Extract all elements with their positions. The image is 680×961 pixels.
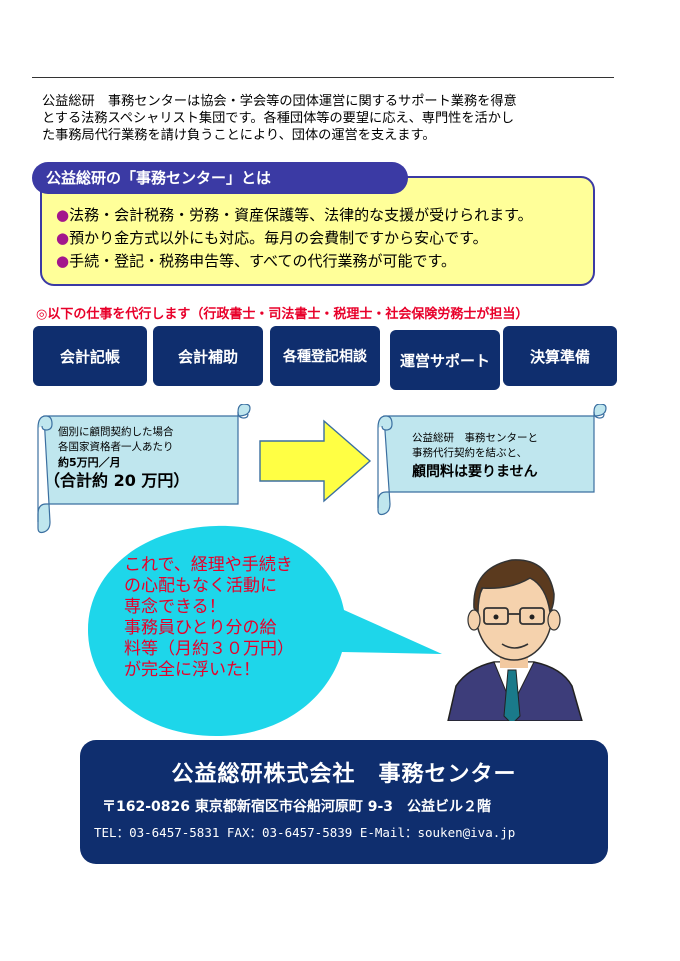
company-name: 公益総研株式会社 事務センター [171,762,517,787]
about-title: 公益総研の「事務センター」とは [32,162,408,194]
bullet-icon: ● [56,252,70,270]
speech-bubble [88,525,442,736]
left-scroll-shape [37,404,251,534]
top-divider [32,77,614,78]
intro-paragraph: 公益総研 事務センターは協会・学会等の団体運営に関するサポート業務を得意 とする… [42,93,622,144]
about-points: ●法務・会計税務・労務・資産保護等、法律的な支援が受けられます。 ●預かり金方式… [56,204,533,273]
about-point: ●預かり金方式以外にも対応。毎月の会費制ですから安心です。 [56,229,488,247]
bullet-icon: ● [56,229,70,247]
company-address: 〒162-0826 東京都新宿区市谷船河原町 9-3 公益ビル２階 [102,799,492,815]
services-heading: ◎以下の仕事を代行します（行政書士・司法書士・税理士・社会保険労務士が担当） [36,307,529,322]
intro-line: とする法務スペシャリスト集団です。各種団体等の要望に応え、専門性を活かし [42,111,515,126]
intro-line: た事務局代行業務を請け負うことにより、団体の運営を支えます。 [42,128,436,143]
about-point: ●手続・登記・税務申告等、すべての代行業務が可能です。 [56,252,456,270]
company-contact: TEL：03-6457-5831 FAX：03-6457-5839 E-Mail… [94,825,516,840]
right-scroll-shape [377,404,607,516]
service-accounting-bookkeeping: 会計記帳 [33,326,147,386]
service-accounting-support: 会計補助 [153,326,263,386]
about-point: ●法務・会計税務・労務・資産保護等、法律的な支援が受けられます。 [56,206,533,224]
service-registration-consult: 各種登記相談 [270,326,380,386]
bullet-icon: ● [56,206,70,224]
businessman-illustration [447,559,583,721]
company-footer: 公益総研株式会社 事務センター 〒162-0826 東京都新宿区市谷船河原町 9… [80,740,608,864]
bubble-text: これで、経理や手続き の心配もなく活動に 専念できる！ 事務員ひとり分の給 料等… [124,555,294,680]
service-operation-support: 運営サポート [390,330,500,390]
right-scroll-text: 公益総研 事務センターと 事務代行契約を結ぶと、 顧問料は要りません [412,432,538,480]
service-closing-prep: 決算準備 [503,326,617,386]
intro-line: 公益総研 事務センターは協会・学会等の団体運営に関するサポート業務を得意 [42,94,517,109]
left-scroll-text: 個別に顧問契約した場合 各国家資格者一人あたり 約5万円／月 （合計約 20 万… [44,426,190,490]
right-arrow-icon [259,419,372,503]
